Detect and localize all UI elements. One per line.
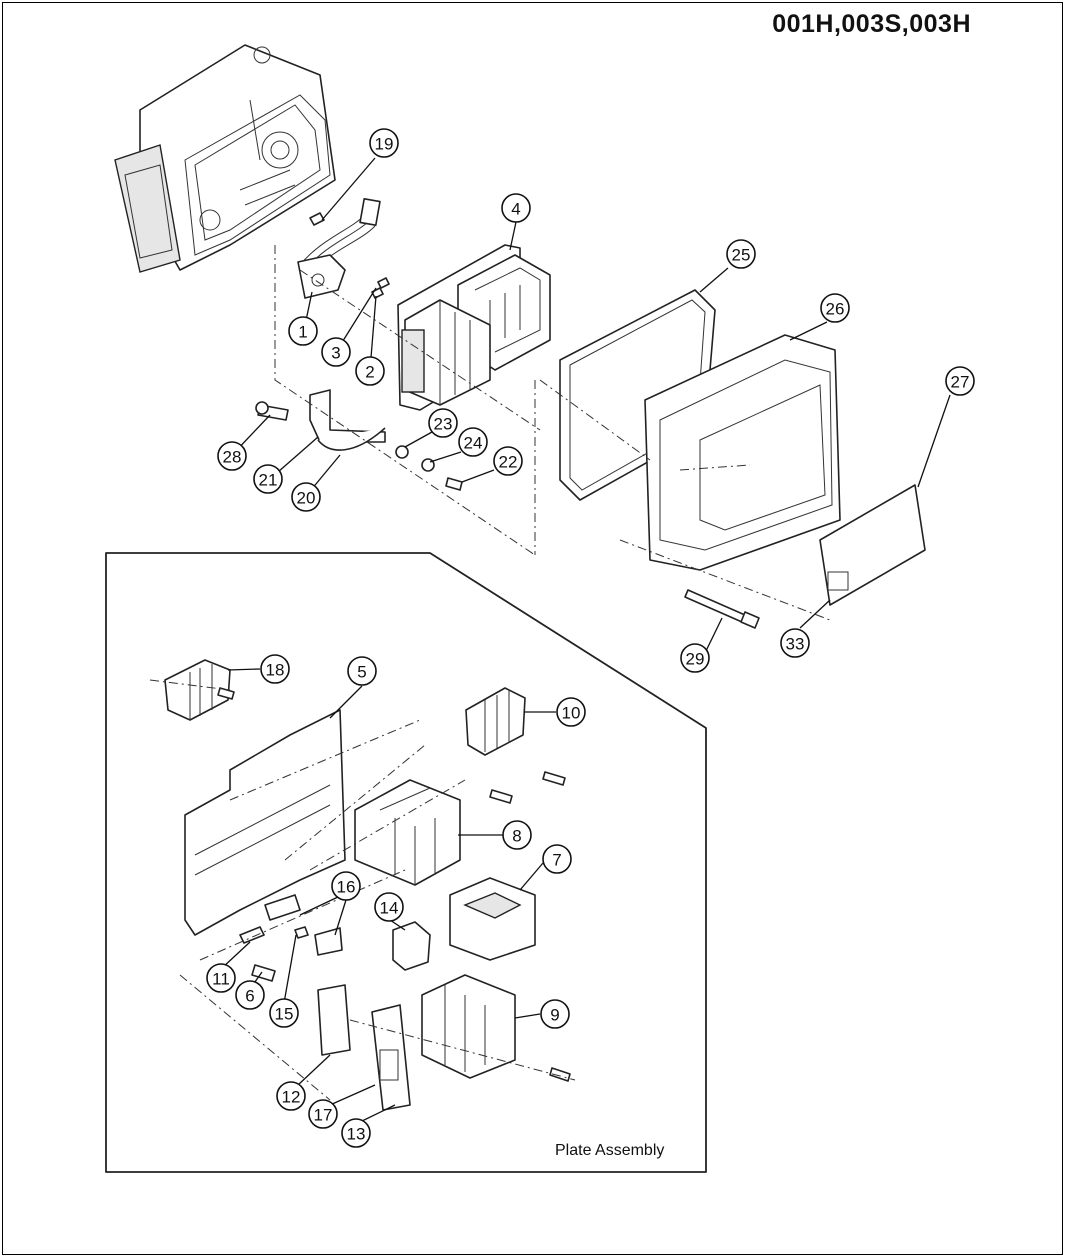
label-plate	[819, 484, 926, 606]
svg-text:18: 18	[266, 661, 285, 680]
svg-text:22: 22	[499, 453, 518, 472]
svg-text:29: 29	[686, 650, 705, 669]
svg-text:19: 19	[375, 135, 394, 154]
callout-5: 5	[347, 656, 377, 686]
svg-text:23: 23	[434, 415, 453, 434]
callout-11: 11	[206, 963, 236, 993]
callout-33: 33	[780, 628, 810, 658]
base-plate	[184, 709, 346, 936]
callout-4: 4	[501, 193, 531, 223]
callout-8: 8	[502, 820, 532, 850]
assembly-guide-lines-inset	[149, 679, 576, 1101]
callout-14: 14	[374, 892, 404, 922]
svg-text:3: 3	[331, 344, 340, 363]
bracket-and-hardware	[255, 389, 463, 491]
wire-harness	[297, 197, 381, 299]
callout-13: 13	[341, 1118, 371, 1148]
transformer	[449, 877, 536, 961]
callout-17: 17	[308, 1099, 338, 1129]
svg-text:2: 2	[365, 363, 374, 382]
cover-plates	[317, 984, 411, 1111]
svg-text:6: 6	[245, 987, 254, 1006]
long-bolt	[684, 589, 760, 629]
callout-26: 26	[820, 293, 850, 323]
small-hardware	[239, 894, 343, 982]
contactor-panel	[397, 244, 551, 411]
svg-text:11: 11	[212, 970, 230, 989]
callout-21: 21	[253, 464, 283, 494]
model-title: 001H,003S,003H	[772, 10, 971, 38]
contactor-lower	[421, 974, 571, 1082]
svg-text:7: 7	[552, 851, 561, 870]
callout-25: 25	[726, 239, 756, 269]
callout-15: 15	[269, 998, 299, 1028]
callout-28: 28	[217, 441, 247, 471]
svg-text:28: 28	[223, 448, 242, 467]
contactor	[354, 779, 461, 886]
callout-24: 24	[458, 427, 488, 457]
plate-assembly-label: Plate Assembly	[555, 1142, 665, 1159]
terminal-blocks	[164, 659, 566, 804]
svg-text:15: 15	[275, 1005, 294, 1024]
svg-text:10: 10	[562, 704, 581, 723]
svg-text:9: 9	[550, 1006, 559, 1025]
callout-12: 12	[276, 1081, 306, 1111]
screws-upper	[309, 212, 390, 299]
svg-text:25: 25	[732, 246, 751, 265]
callout-20: 20	[291, 482, 321, 512]
svg-text:16: 16	[337, 878, 356, 897]
svg-text:26: 26	[826, 300, 845, 319]
svg-text:17: 17	[314, 1106, 333, 1125]
callout-19: 19	[369, 128, 399, 158]
callout-6: 6	[235, 980, 265, 1010]
callout-2: 2	[355, 356, 385, 386]
plate-assembly-inset-frame	[105, 552, 707, 1173]
svg-text:13: 13	[347, 1125, 366, 1144]
callout-1: 1	[288, 316, 318, 346]
svg-text:27: 27	[951, 373, 970, 392]
housing	[114, 44, 336, 273]
svg-text:1: 1	[298, 323, 307, 342]
callout-23: 23	[428, 408, 458, 438]
svg-text:20: 20	[297, 489, 316, 508]
svg-text:12: 12	[282, 1088, 301, 1107]
callout-9: 9	[540, 999, 570, 1029]
relay	[392, 921, 431, 971]
callout-22: 22	[493, 446, 523, 476]
svg-text:33: 33	[786, 635, 805, 654]
callout-3: 3	[321, 337, 351, 367]
assembly-guide-lines-upper	[274, 245, 831, 621]
callout-16: 16	[331, 871, 361, 901]
svg-text:8: 8	[512, 827, 521, 846]
callout-18: 18	[260, 654, 290, 684]
svg-text:4: 4	[511, 200, 520, 219]
callout-29: 29	[680, 643, 710, 673]
svg-text:21: 21	[259, 471, 278, 490]
svg-text:24: 24	[464, 434, 483, 453]
svg-text:14: 14	[380, 899, 399, 918]
callout-7: 7	[542, 844, 572, 874]
callout-27: 27	[945, 366, 975, 396]
callout-10: 10	[556, 697, 586, 727]
svg-text:5: 5	[357, 663, 366, 682]
cover	[644, 334, 841, 571]
